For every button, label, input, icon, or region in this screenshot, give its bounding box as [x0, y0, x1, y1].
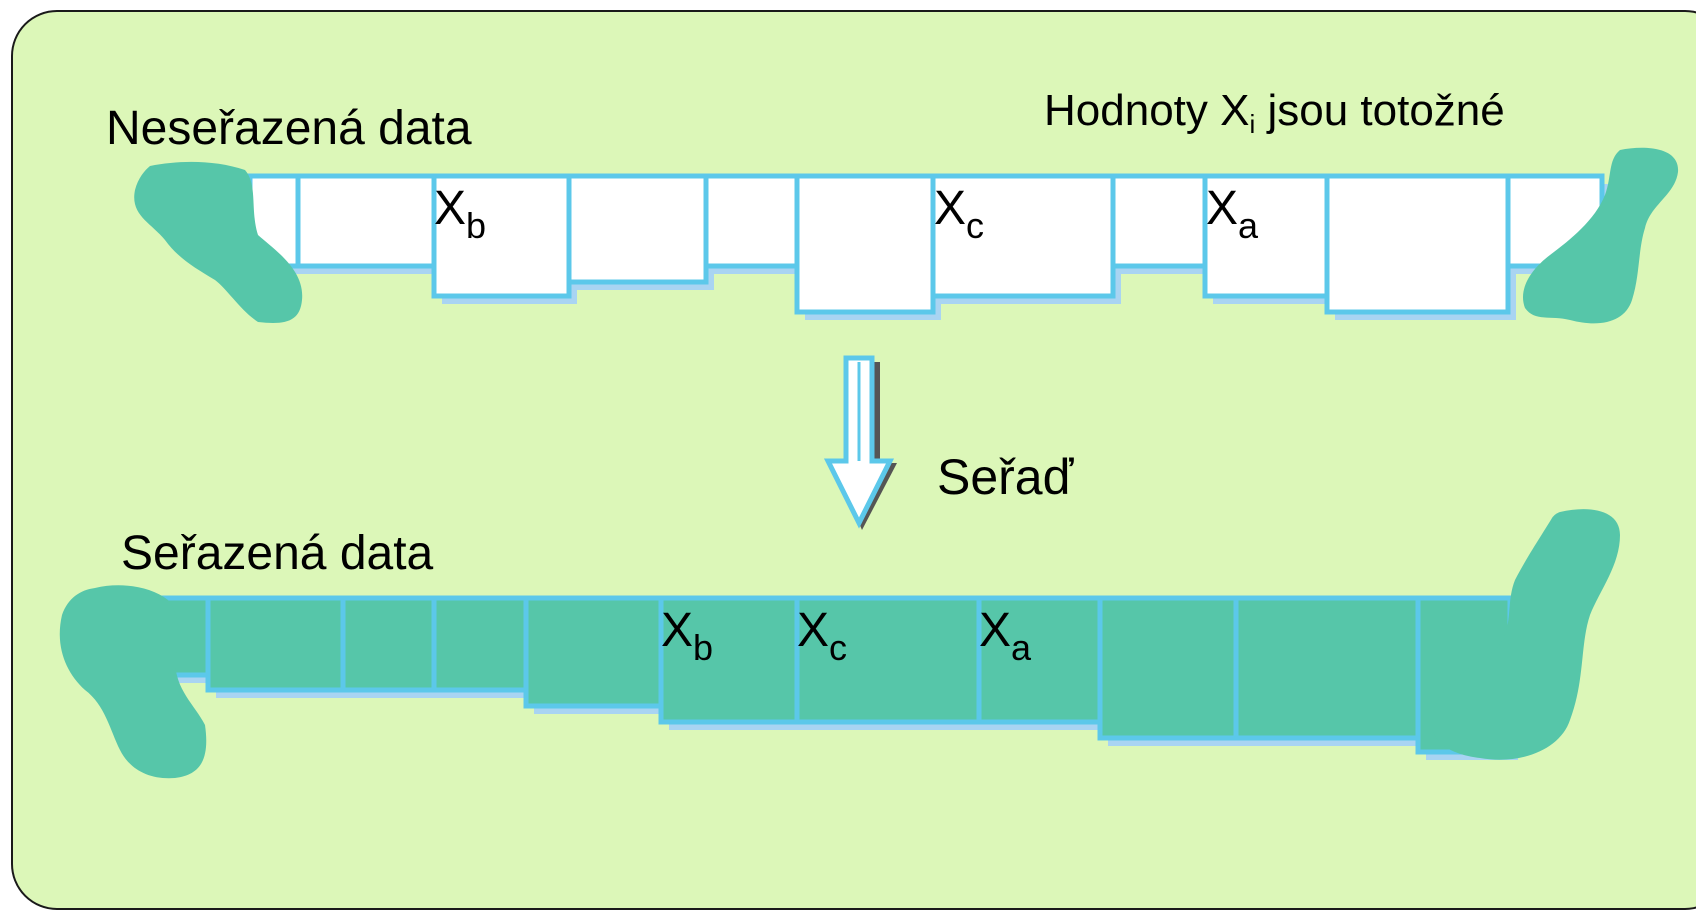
sorted-box — [205, 595, 346, 693]
sorted-mark-xa: Xa — [979, 604, 1031, 666]
unsorted-box — [566, 173, 709, 285]
sorted-mark-xc: Xc — [797, 604, 847, 666]
mark-base: X — [979, 604, 1012, 657]
blob-sorted-left — [59, 585, 207, 779]
blob-unsorted-left — [134, 161, 303, 323]
unsorted-title: Neseřazená data — [106, 102, 472, 155]
mark-base: X — [434, 182, 467, 235]
unsorted-box — [1110, 173, 1208, 269]
sorted-box — [658, 595, 800, 725]
mark-sub: b — [693, 627, 714, 668]
unsorted-box — [930, 173, 1116, 299]
sorted-box — [1233, 595, 1421, 741]
mark-base: X — [661, 604, 694, 657]
unsorted-box — [295, 173, 437, 269]
blob-unsorted-right — [1522, 147, 1679, 324]
note-suffix: jsou totožné — [1255, 86, 1505, 135]
sorted-row — [157, 595, 1518, 760]
mark-sub: b — [466, 205, 487, 246]
identical-values-note: Hodnoty Xi jsou totožné — [1044, 86, 1505, 138]
unsorted-mark-xc: Xc — [934, 182, 984, 244]
unsorted-box — [1324, 173, 1511, 315]
sorted-box — [523, 595, 664, 709]
sort-arrow — [823, 355, 897, 530]
unsorted-box — [703, 173, 800, 269]
blob-sorted-right — [1431, 509, 1620, 760]
sort-action-label: Seřaď — [937, 449, 1074, 505]
sorted-mark-xb: Xb — [661, 604, 713, 666]
sorted-title: Seřazená data — [121, 527, 434, 580]
mark-sub: c — [966, 205, 985, 246]
mark-sub: a — [1238, 205, 1259, 246]
unsorted-mark-xb: Xb — [434, 182, 486, 244]
unsorted-mark-xa: Xa — [1206, 182, 1258, 244]
sorted-box — [431, 595, 529, 693]
unsorted-row — [247, 173, 1610, 320]
mark-base: X — [797, 604, 830, 657]
sorted-box — [340, 595, 437, 693]
unsorted-box — [1202, 173, 1330, 299]
note-subscript: i — [1249, 109, 1256, 139]
sorting-diagram — [59, 147, 1679, 779]
mark-base: X — [934, 182, 967, 235]
unsorted-box — [794, 173, 936, 315]
mark-sub: a — [1011, 627, 1032, 668]
note-prefix: Hodnoty X — [1044, 86, 1250, 135]
sorted-box — [1097, 595, 1239, 741]
mark-base: X — [1206, 182, 1239, 235]
mark-sub: c — [829, 627, 848, 668]
unsorted-box — [431, 173, 572, 299]
